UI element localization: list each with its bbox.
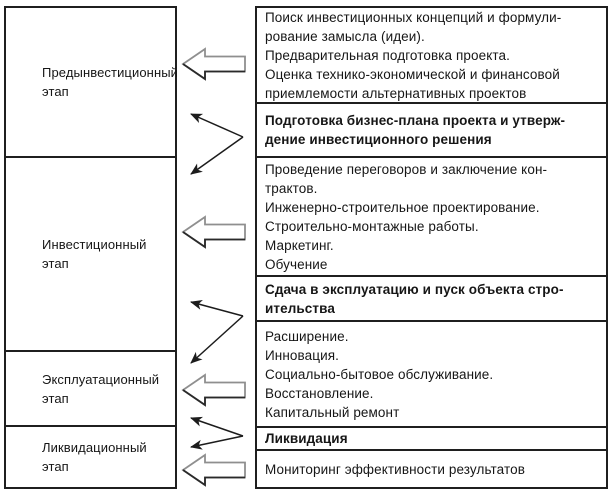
activity-block-milestone: Подготовка бизнес-плана проекта и утверж… [257, 104, 606, 158]
activity-block: Расширение. Инновация. Социально-бытовое… [257, 322, 606, 428]
activity-text: Сдача в эксплуатацию и пуск объекта стро… [265, 281, 564, 316]
stage-box-preinvestment: Предынвестиционный этап [6, 8, 179, 158]
activity-block: Мониторинг эффективности результатов [257, 451, 606, 487]
stages-column: Предынвестиционный этап Инвестиционный э… [4, 6, 179, 489]
stage-box-operation: Эксплуатационный этап [6, 352, 175, 427]
stage-label: Инвестиционный этап [42, 237, 147, 271]
stage-box-liquidation: Ликвидационный этап [6, 427, 175, 487]
activity-text: Ликвидация [265, 431, 348, 446]
activities-column: Поиск инвестиционных концепций и формули… [255, 6, 608, 489]
stage-label: Эксплуатационный этап [42, 371, 160, 406]
activity-text: Поиск инвестиционных концепций и формули… [265, 9, 562, 101]
stage-label: Предынвестиционный этап [42, 65, 179, 99]
block-arrow-left-icon [181, 373, 246, 407]
activity-text: Расширение. Инновация. Социально-бытовое… [265, 328, 494, 420]
activity-text: Подготовка бизнес-плана проекта и утверж… [265, 113, 566, 147]
activity-text: Мониторинг эффективности результатов [265, 461, 525, 477]
activity-block-milestone: Ликвидация [257, 428, 606, 451]
fork-double-arrow-left-icon [190, 113, 244, 175]
activity-block: Поиск инвестиционных концепций и формули… [257, 8, 606, 104]
stage-label: Ликвидационный этап [42, 440, 147, 474]
activity-block-milestone: Сдача в эксплуатацию и пуск объекта стро… [257, 277, 606, 322]
block-arrow-left-icon [181, 453, 246, 487]
activity-block: Проведение переговоров и заключение кон-… [257, 158, 606, 277]
stage-box-investment: Инвестиционный этап [6, 158, 175, 352]
block-arrow-left-icon [181, 215, 246, 249]
fork-double-arrow-left-icon [190, 300, 244, 364]
fork-double-arrow-left-icon [190, 416, 244, 450]
activity-text: Проведение переговоров и заключение кон-… [265, 161, 548, 272]
block-arrow-left-icon [181, 47, 246, 81]
